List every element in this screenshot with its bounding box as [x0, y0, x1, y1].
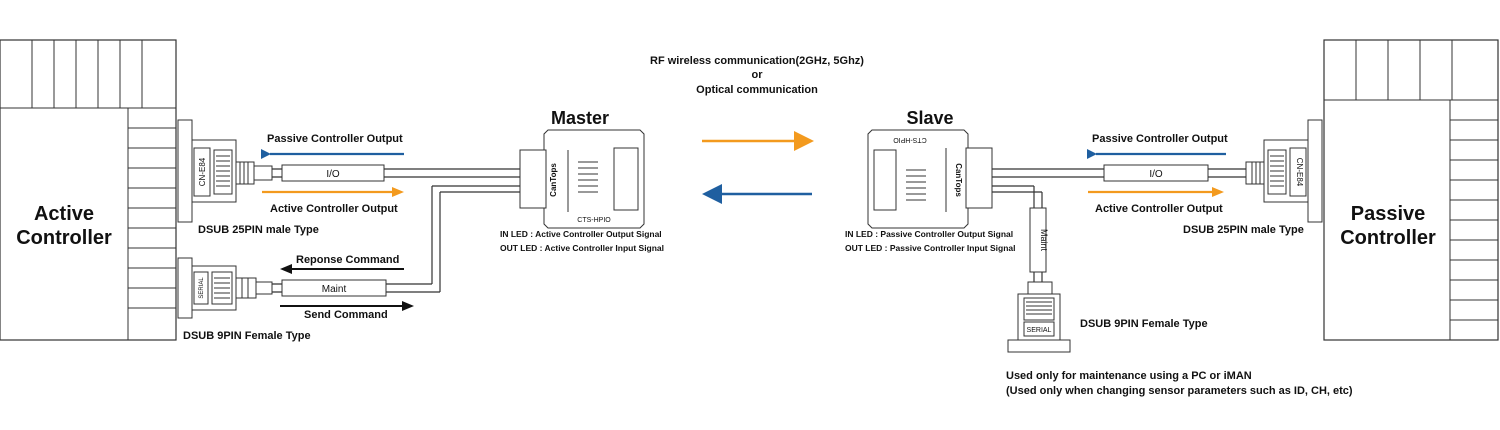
rf-line-3: Optical communication: [696, 84, 818, 96]
right-io-label: I/O: [1149, 169, 1163, 180]
left-maint-label: Maint: [322, 284, 347, 295]
master-brand: CanTops: [549, 163, 558, 197]
left-passive-output-label: Passive Controller Output: [267, 133, 403, 145]
left-active-output-label: Active Controller Output: [270, 203, 398, 215]
left-maint-cable: Maint: [272, 185, 520, 297]
master-in-led: IN LED : Active Controller Output Signal: [500, 229, 662, 239]
left-dsub25-label: DSUB 25PIN male Type: [198, 224, 319, 236]
master-model: CTS-HPIO: [577, 217, 611, 224]
slave-in-led: IN LED : Passive Controller Output Signa…: [845, 229, 1013, 239]
right-dsub25-connector: CN-E84: [1245, 119, 1323, 223]
right-dsub25-label: DSUB 25PIN male Type: [1183, 224, 1304, 236]
send-command-arrowhead: [402, 301, 414, 311]
rf-line-2: or: [752, 69, 764, 81]
active-controller: Active Controller: [0, 39, 177, 341]
slave-brand: CanTops: [954, 163, 963, 197]
slave-title: Slave: [906, 108, 953, 128]
right-active-output-label: Active Controller Output: [1095, 203, 1223, 215]
passive-controller-label-2: Controller: [1340, 227, 1436, 249]
left-io-cable: I/O: [272, 164, 520, 182]
passive-controller: Passive Controller: [1323, 39, 1499, 341]
active-controller-label-1: Active: [34, 203, 94, 225]
maintenance-note-2: (Used only when changing sensor paramete…: [1006, 385, 1353, 397]
left-dsub9-connector: SERIAL: [177, 257, 273, 319]
left-active-output-arrowhead: [392, 187, 404, 197]
passive-controller-label-1: Passive: [1351, 203, 1426, 225]
master-device: Master CanTops CTS-HPIO: [519, 108, 645, 229]
slave-device: Slave CanTops CTS-HPIO: [867, 108, 993, 229]
left-dsub9-label: DSUB 9PIN Female Type: [183, 330, 311, 342]
left-io-label: I/O: [326, 169, 340, 180]
slave-maint-cable: Maint: [992, 185, 1049, 282]
active-controller-label-2: Controller: [16, 227, 112, 249]
right-active-output-arrowhead: [1212, 187, 1224, 197]
maintenance-note-1: Used only for maintenance using a PC or …: [1006, 370, 1252, 382]
left-cn-e84-label: CN-E84: [198, 157, 207, 186]
wireless-master-to-slave-arrowhead: [794, 131, 814, 151]
wireless-slave-to-master-arrowhead: [702, 184, 722, 204]
right-cn-e84-label: CN-E84: [1295, 158, 1304, 187]
response-command-arrowhead: [280, 264, 292, 274]
right-io-cable: I/O: [992, 164, 1248, 182]
slave-out-led: OUT LED : Passive Controller Input Signa…: [845, 243, 1016, 253]
bottom-dsub9-label: DSUB 9PIN Female Type: [1080, 318, 1208, 330]
right-passive-output-label: Passive Controller Output: [1092, 133, 1228, 145]
slave-maint-label: Maint: [1039, 229, 1049, 252]
left-serial-label: SERIAL: [199, 277, 205, 299]
bottom-dsub9-connector: SERIAL: [1007, 281, 1071, 353]
bottom-serial-label: SERIAL: [1027, 327, 1052, 334]
master-title: Master: [551, 108, 609, 128]
rf-line-1: RF wireless communication(2GHz, 5Ghz): [650, 55, 864, 67]
response-command-label: Reponse Command: [296, 254, 399, 266]
send-command-label: Send Command: [304, 309, 388, 321]
left-dsub25-connector: CN-E84: [177, 119, 273, 223]
master-out-led: OUT LED : Active Controller Input Signal: [500, 243, 664, 253]
slave-model: CTS-HPIO: [893, 136, 927, 143]
